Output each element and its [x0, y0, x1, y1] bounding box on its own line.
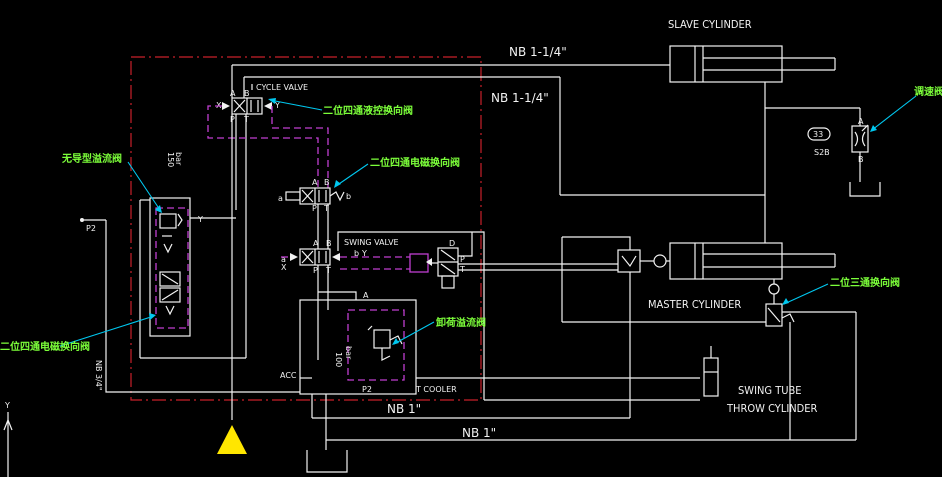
bar-100-unit: bar	[344, 346, 353, 360]
two-pos-three-way-valve	[765, 283, 795, 327]
annotation-two-pos-three-way: 二位三通换向阀	[782, 276, 900, 305]
annotation-solenoid-top: 二位四通电磁换向阀	[334, 156, 460, 188]
pipe-label-nb-114-top: NB 1-1/4"	[509, 45, 567, 59]
annotation-solenoid-left: 二位四通电磁换向阀	[0, 313, 156, 353]
master-cylinder: MASTER CYLINDER	[648, 242, 836, 311]
svg-text:二位四通液控换向阀: 二位四通液控换向阀	[323, 104, 413, 117]
svg-text:b: b	[354, 249, 359, 258]
y-axis-marker: Y	[3, 401, 13, 477]
slave-cylinder-label: SLAVE CYLINDER	[668, 18, 752, 31]
svg-text:P: P	[460, 255, 465, 264]
code-33: 33	[813, 130, 823, 139]
svg-text:A: A	[363, 291, 369, 300]
svg-text:a: a	[278, 194, 283, 203]
svg-text:Y: Y	[197, 215, 203, 224]
cycle-valve-label: CYCLE VALVE	[256, 83, 308, 92]
swing-tube-label-2: THROW CYLINDER	[726, 402, 818, 415]
svg-text:X: X	[281, 263, 287, 272]
svg-text:二位四通电磁换向阀: 二位四通电磁换向阀	[370, 156, 460, 169]
pipe-label-nb-34: NB 3/4"	[94, 360, 103, 391]
pipe-label-nb-114-mid: NB 1-1/4"	[491, 91, 549, 105]
svg-text:a: a	[281, 255, 286, 264]
code-badge: 33 S2B	[807, 127, 831, 157]
svg-text:二位四通电磁换向阀: 二位四通电磁换向阀	[0, 340, 90, 353]
svg-text:Y: Y	[361, 249, 367, 258]
svg-text:B: B	[858, 155, 864, 164]
svg-text:Y: Y	[4, 401, 10, 410]
unloading-relief-block: 100 bar A P2 T COOLER ACC	[280, 291, 457, 395]
bar-150-value: 150	[166, 152, 175, 167]
svg-text:Y: Y	[274, 101, 280, 110]
svg-text:无导型溢流阀: 无导型溢流阀	[61, 152, 122, 165]
acc-label: ACC	[280, 371, 297, 380]
cooler-label: T COOLER	[415, 385, 457, 394]
svg-text:卸荷溢流阀: 卸荷溢流阀	[436, 316, 486, 329]
cycle-valve: A B P T X Y CYCLE VALVE	[216, 83, 308, 124]
svg-text:二位三通换向阀: 二位三通换向阀	[830, 276, 900, 289]
svg-text:A: A	[230, 89, 236, 98]
swing-valve-label: SWING VALVE	[344, 238, 399, 247]
svg-text:D: D	[449, 239, 455, 248]
svg-text:调速阀: 调速阀	[914, 85, 942, 98]
slave-cylinder: SLAVE CYLINDER	[668, 18, 836, 83]
svg-text:B: B	[244, 89, 250, 98]
svg-text:A: A	[313, 239, 319, 248]
left-valve-stack: 150 bar Y	[149, 152, 203, 337]
svg-text:B: B	[324, 178, 330, 187]
code-s2b: S2B	[814, 148, 830, 157]
p2-left-label: P2	[86, 224, 96, 233]
master-cylinder-label: MASTER CYLINDER	[648, 298, 741, 311]
pipe-label-nb-1-lower: NB 1"	[462, 426, 496, 440]
svg-text:A: A	[858, 117, 864, 126]
swing-tube-cylinder: SWING TUBE THROW CYLINDER	[703, 346, 818, 415]
p2-bottom-label: P2	[362, 385, 372, 394]
swing-valve: A B P T a X b Y SWING VALVE	[281, 238, 399, 275]
svg-text:P: P	[312, 204, 317, 213]
swing-tube-label-1: SWING TUBE	[738, 384, 802, 397]
annotation-unpiloted-relief: 无导型溢流阀	[61, 152, 162, 213]
svg-text:B: B	[326, 239, 332, 248]
annotation-speed-valve: 调速阀	[870, 85, 942, 132]
annotation-unloading-relief: 卸荷溢流阀	[392, 316, 486, 345]
annotation-cycle-valve: 二位四通液控换向阀	[268, 98, 413, 117]
pipe-label-nb-1-upper: NB 1"	[387, 402, 421, 416]
svg-text:P: P	[313, 266, 318, 275]
solenoid-valve-top: A B b a P T	[278, 178, 351, 213]
control-block-boundary	[130, 56, 482, 401]
bar-150-unit: bar	[174, 152, 183, 166]
svg-text:b: b	[346, 192, 351, 201]
bar-100-value: 100	[334, 352, 343, 367]
tank-bottom	[306, 450, 348, 473]
svg-text:A: A	[312, 178, 318, 187]
pump-symbol	[217, 425, 247, 454]
svg-text:T: T	[323, 204, 329, 213]
